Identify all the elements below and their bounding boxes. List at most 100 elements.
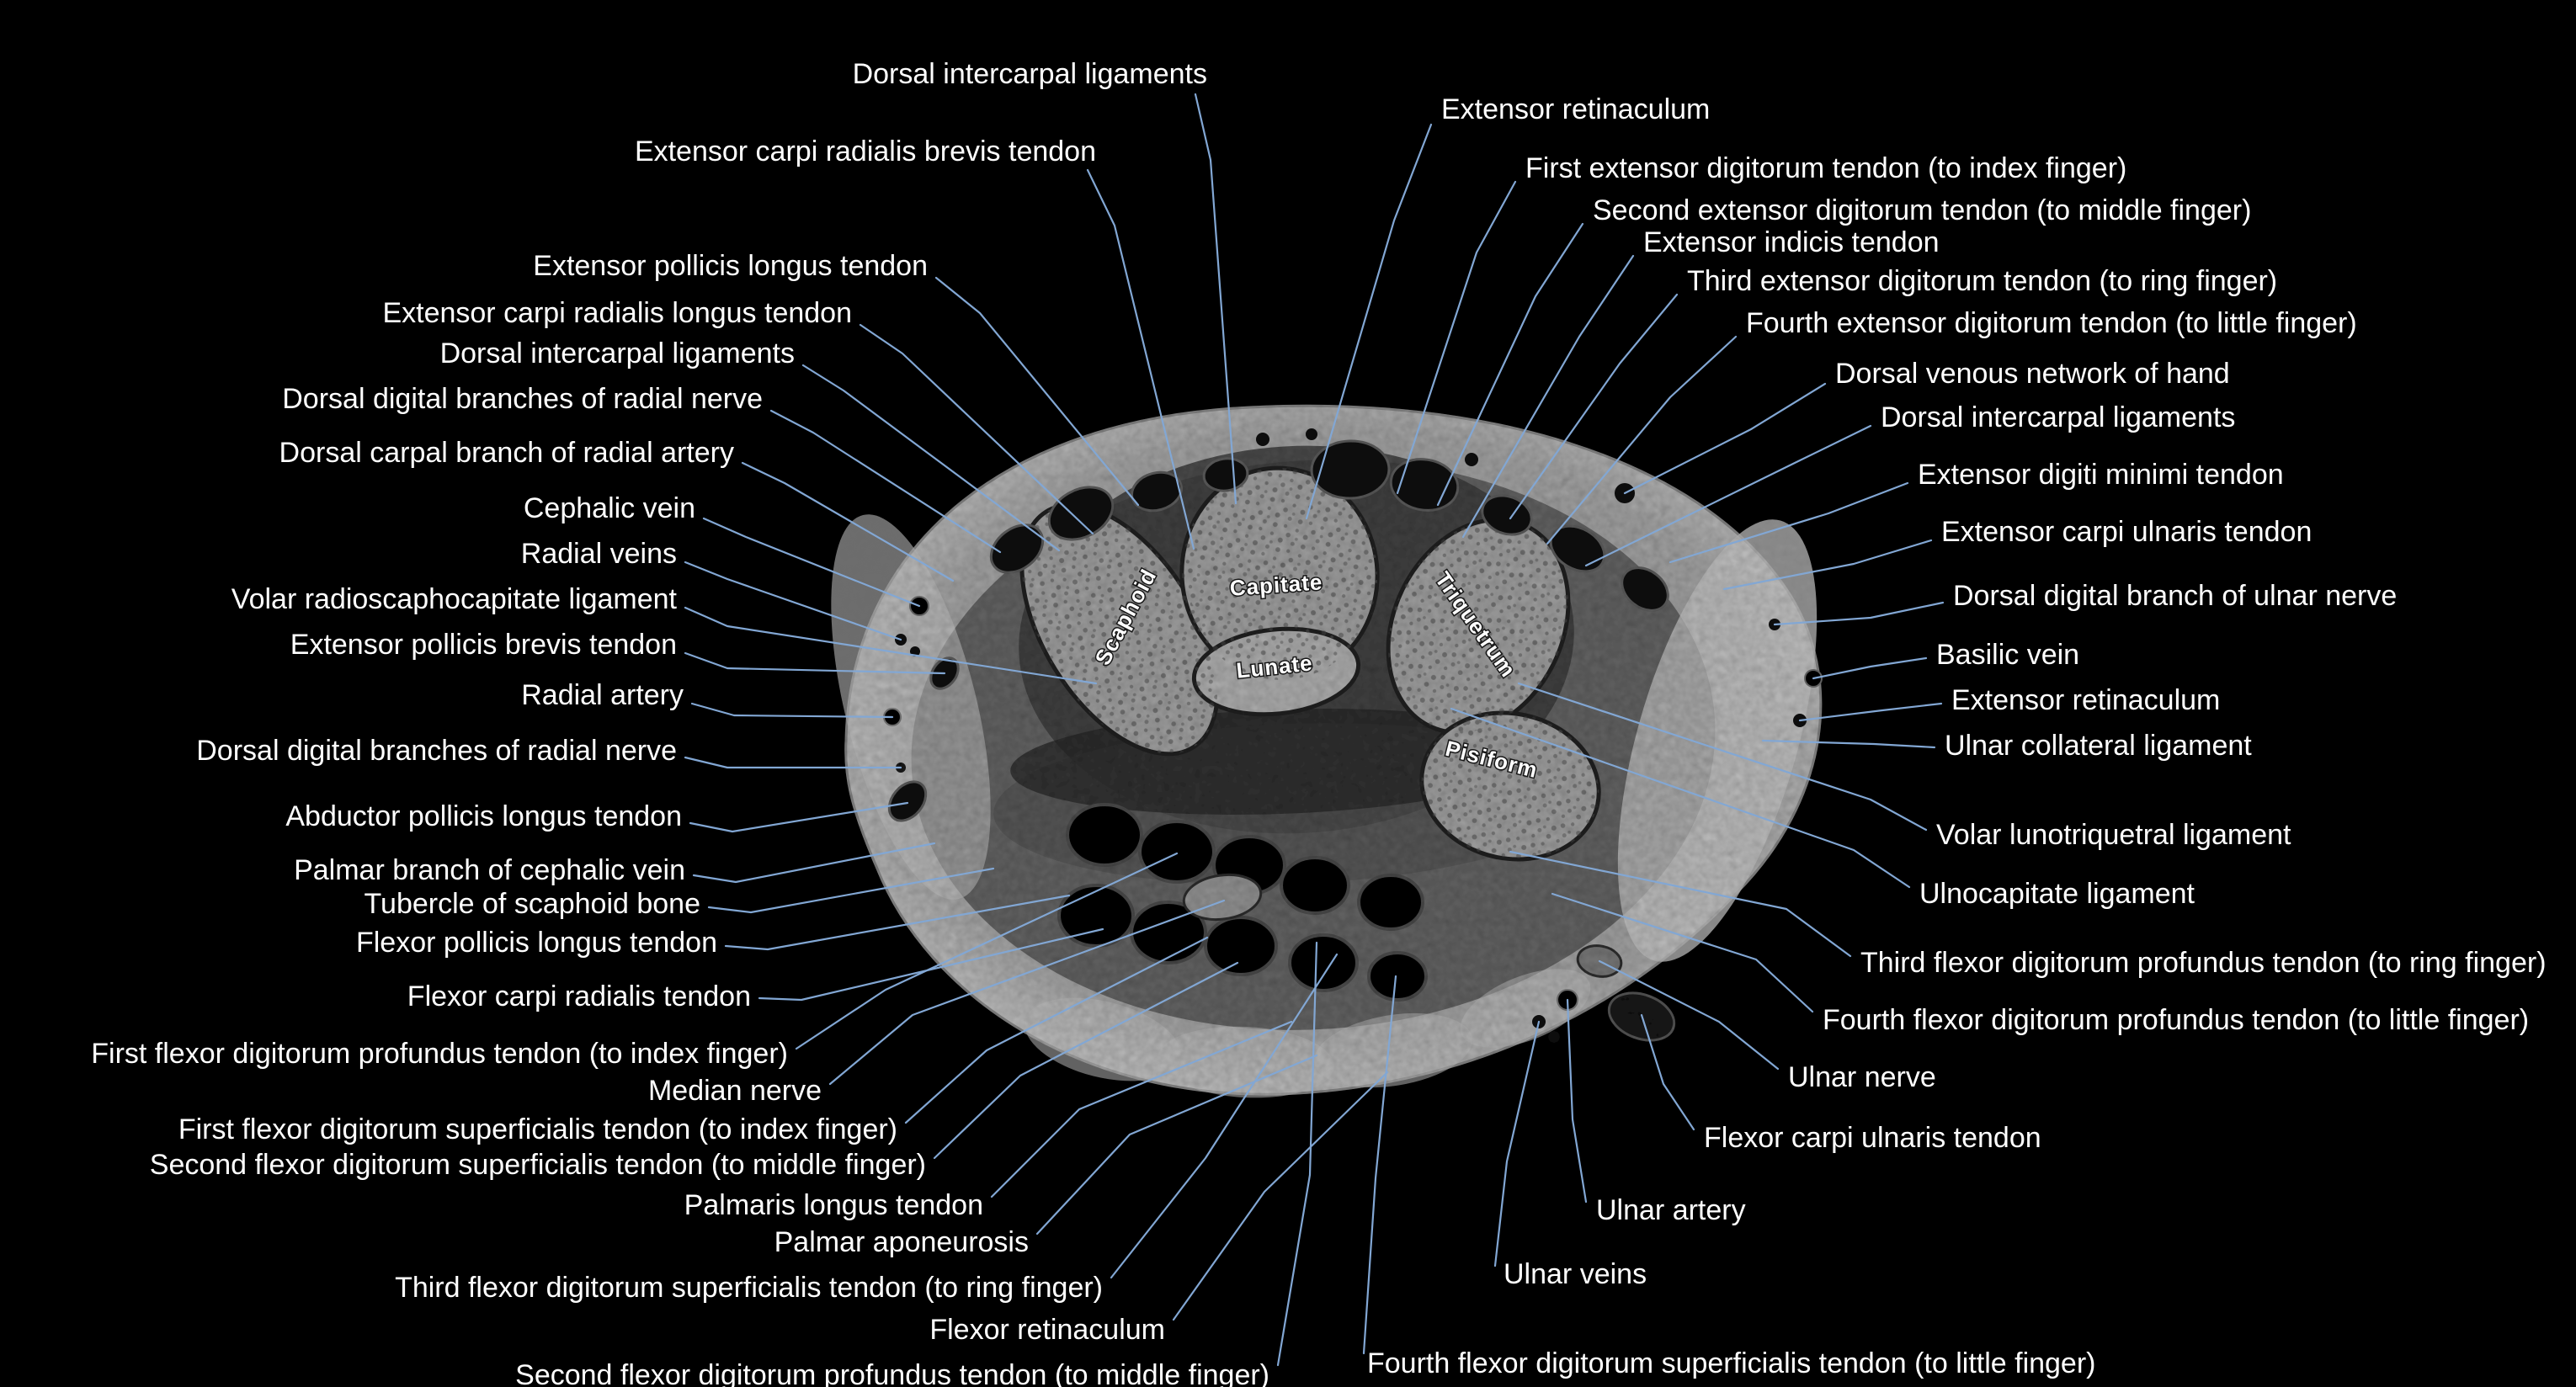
fourth-flexor-digitorum-superficialis-tendon-to-little-finger-leader-line [1362,975,1397,1355]
ulnar-veins-label: Ulnar veins [1504,1258,1647,1290]
extensor-indicis-tendon-label: Extensor indicis tendon [1643,226,1940,258]
dorsal-venous-network-of-hand-leader-line [1623,382,1827,495]
lunate-bone-label: Lunate [1235,650,1314,683]
ulnar-collateral-ligament-label: Ulnar collateral ligament [1945,730,2252,762]
ulnar-collateral-ligament-leader-line [1761,739,1936,749]
dorsal-digital-branches-of-radial-nerve-leader-line [684,756,902,769]
third-flexor-digitorum-profundus-tendon-to-ring-finger-leader-line [1509,850,1852,958]
extensor-pollicis-brevis-tendon-leader-line [684,651,946,675]
extensor-carpi-radialis-brevis-tendon-label: Extensor carpi radialis brevis tendon [635,136,1096,167]
first-extensor-digitorum-tendon-to-index-finger-label: First extensor digitorum tendon (to inde… [1525,152,2126,184]
second-flexor-digitorum-profundus-tendon-to-middle-finger-label: Second flexor digitorum profundus tendon… [515,1359,1269,1387]
ulnar-artery-label: Ulnar artery [1596,1194,1746,1226]
flexor-carpi-radialis-tendon-label: Flexor carpi radialis tendon [407,980,751,1012]
third-flexor-digitorum-superficialis-tendon-to-ring-finger-label: Third flexor digitorum superficialis ten… [395,1272,1103,1304]
dorsal-intercarpal-ligaments-label: Dorsal intercarpal ligaments [853,58,1207,90]
extensor-pollicis-longus-tendon-leader-line [934,276,1140,507]
second-flexor-digitorum-profundus-tendon-to-middle-finger-leader-line [1276,941,1318,1367]
basilic-vein-leader-line [1812,656,1928,680]
extensor-pollicis-longus-tendon-label: Extensor pollicis longus tendon [533,250,928,282]
abductor-pollicis-longus-tendon-leader-line [689,801,909,833]
radial-artery-leader-line [690,702,894,719]
median-nerve-leader-line [828,899,1226,1086]
first-flexor-digitorum-superficialis-tendon-to-index-finger-label: First flexor digitorum superficialis ten… [178,1113,897,1145]
first-flexor-digitorum-profundus-tendon-to-index-finger-leader-line [795,852,1179,1050]
abductor-pollicis-longus-tendon-label: Abductor pollicis longus tendon [285,800,682,832]
flexor-retinaculum-label: Flexor retinaculum [929,1314,1165,1346]
median-nerve-label: Median nerve [648,1075,822,1107]
cephalic-vein-label: Cephalic vein [524,492,695,524]
flexor-pollicis-longus-tendon-label: Flexor pollicis longus tendon [356,927,717,959]
extensor-pollicis-brevis-tendon-label: Extensor pollicis brevis tendon [290,629,677,661]
dorsal-digital-branches-of-radial-nerve-label: Dorsal digital branches of radial nerve [282,383,763,415]
dorsal-intercarpal-ligaments-leader-line [1194,93,1237,505]
dorsal-digital-branches-of-radial-nerve-leader-line [769,409,1002,554]
radial-vein-vessel [910,646,920,656]
extensor-carpi-ulnaris-tendon-label: Extensor carpi ulnaris tendon [1941,516,2312,548]
flexor-carpi-ulnaris-tendon-leader-line [1640,1013,1695,1131]
dorsal-intercarpal-ligaments-leader-line [1584,424,1872,567]
extensor-carpi-radialis-longus-tendon-leader-line [859,323,1094,535]
flexor-pollicis-longus-tendon-leader-line [724,894,1071,951]
dorsal-venous-network-of-hand-label: Dorsal venous network of hand [1835,358,2230,390]
dorsal-digital-branch-of-ulnar-nerve-leader-line [1773,601,1945,626]
first-flexor-digitorum-superficialis-tendon-to-index-finger-leader-line [904,936,1209,1124]
fourth-extensor-digitorum-tendon-to-little-finger-leader-line [1546,335,1738,545]
extensor-carpi-radialis-longus-tendon-label: Extensor carpi radialis longus tendon [382,297,852,329]
ulnar-vein-vessel [1548,1031,1560,1043]
dorsal-intercarpal-ligaments-leader-line [801,364,1061,552]
radial-veins-label: Radial veins [521,538,677,570]
volar-radioscaphocapitate-ligament-leader-line [684,606,1098,685]
volar-fat-lobule [1158,1026,1334,1098]
extensor-indicis-tendon-leader-line [1461,254,1635,539]
flexor-retinaculum-leader-line [1172,1071,1389,1321]
extensor-carpi-ulnaris-tendon-leader-line [1722,539,1933,591]
volar-radioscaphocapitate-ligament-label: Volar radioscaphocapitate ligament [232,583,678,615]
radial-side-structures [883,596,960,822]
extensor-retinaculum-leader-line [1798,702,1943,722]
volar-fat-lobule [1460,969,1591,1048]
fourth-extensor-digitorum-tendon-to-little-finger-label: Fourth extensor digitorum tendon (to lit… [1746,307,2357,339]
tubercle-of-scaphoid-bone-label: Tubercle of scaphoid bone [365,888,700,920]
leader-lines [684,93,1945,1367]
first-extensor-digitorum-tendon-to-index-finger-leader-line [1396,180,1517,495]
dorsal-intercarpal-ligaments-label: Dorsal intercarpal ligaments [440,337,795,369]
extensor-carpi-radialis-brevis-tendon-leader-line [1086,168,1195,550]
trabecular-texture [1021,468,1599,859]
third-flexor-digitorum-superficialis-tendon-to-ring-finger-leader-line [1110,953,1339,1279]
second-extensor-digitorum-tendon-to-middle-finger-leader-line [1436,222,1584,507]
extensor-retinaculum-label: Extensor retinaculum [1951,684,2220,716]
ulnocapitate-ligament-label: Ulnocapitate ligament [1919,878,2195,910]
ulnar-veins-leader-line [1493,1020,1541,1267]
dorsal-carpal-branch-of-radial-artery-leader-line [741,461,955,582]
ulnar-artery-leader-line [1566,998,1588,1204]
extensor-digiti-minimi-tendon-label: Extensor digiti minimi tendon [1918,459,2284,491]
ulnocapitate-ligament-leader-line [1450,707,1911,889]
tubercle-of-scaphoid-bone-leader-line [707,867,995,914]
third-flexor-digitorum-profundus-tendon-to-ring-finger-label: Third flexor digitorum profundus tendon … [1860,947,2547,979]
second-flexor-digitorum-superficialis-tendon-to-middle-finger-leader-line [933,961,1239,1160]
radial-artery-label: Radial artery [521,679,684,711]
palmar-branch-of-cephalic-vein-leader-line [692,842,936,884]
first-flexor-digitorum-profundus-tendon-to-index-finger-label: First flexor digitorum profundus tendon … [91,1038,788,1070]
radial-fat-band [831,514,991,900]
palmar-aponeurosis-label: Palmar aponeurosis [774,1226,1029,1258]
dorsal-digital-branches-of-radial-nerve-label: Dorsal digital branches of radial nerve [196,735,677,767]
extensor-digiti-minimi-tendon-leader-line [1669,481,1909,564]
radial-veins-leader-line [684,561,902,641]
second-flexor-digitorum-superficialis-tendon-to-middle-finger-label: Second flexor digitorum superficialis te… [150,1149,926,1181]
volar-fat-lobule [1313,1012,1473,1088]
ulnar-nerve-label: Ulnar nerve [1788,1061,1936,1093]
third-extensor-digitorum-tendon-to-ring-finger-label: Third extensor digitorum tendon (to ring… [1687,265,2277,297]
fourth-flexor-digitorum-superficialis-tendon-to-little-finger-label: Fourth flexor digitorum superficialis te… [1367,1347,2096,1379]
volar-lunotriquetral-ligament-label: Volar lunotriquetral ligament [1936,819,2291,851]
dorsal-digital-branch-of-ulnar-nerve-label: Dorsal digital branch of ulnar nerve [1953,580,2397,612]
apl-tendon [887,780,928,822]
volar-fat-lobule [1025,997,1181,1081]
flexor-carpi-ulnaris-tendon-label: Flexor carpi ulnaris tendon [1704,1122,2041,1154]
palmar-branch-of-cephalic-vein-label: Palmar branch of cephalic vein [294,854,685,886]
cephalic-vein-leader-line [702,517,921,608]
palmaris-longus-tendon-label: Palmaris longus tendon [684,1189,983,1221]
